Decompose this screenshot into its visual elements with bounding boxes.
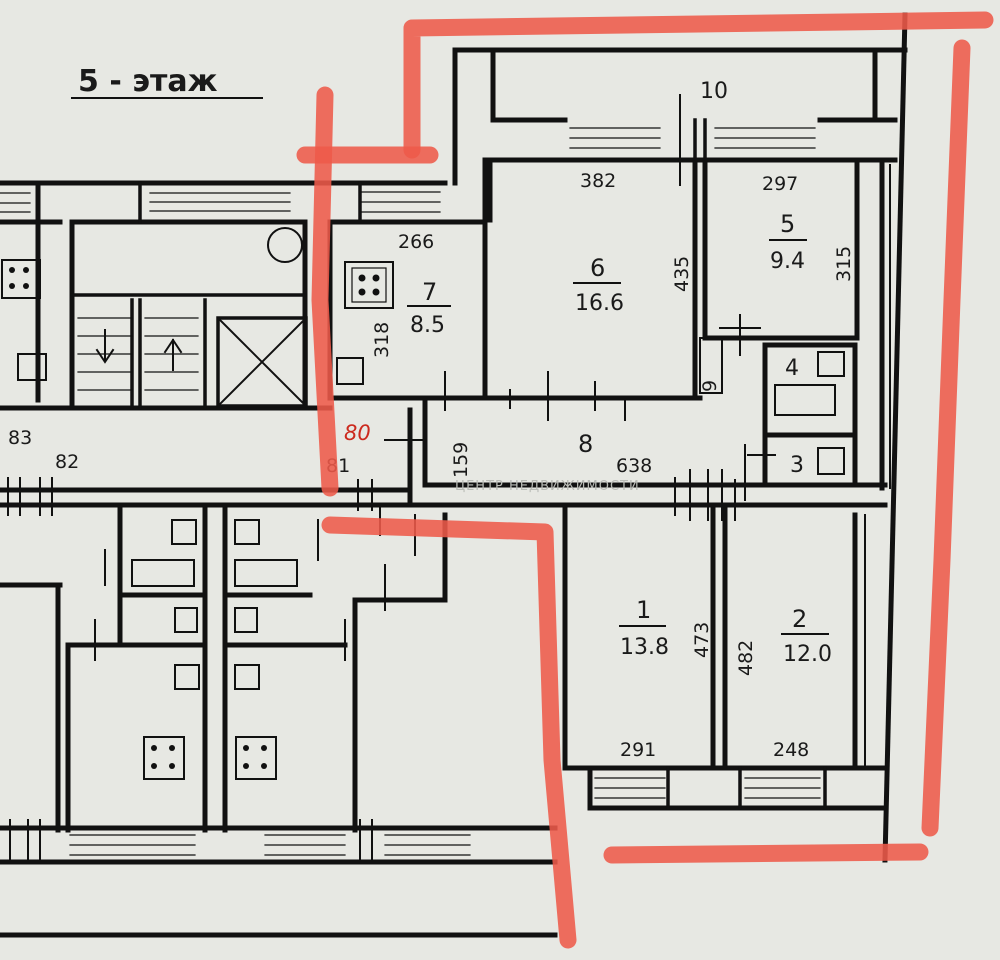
room6-number: 6 (590, 254, 605, 282)
room7-area: 8.5 (410, 313, 445, 338)
room5-depth: 315 (833, 246, 855, 282)
hall-length: 638 (616, 455, 652, 477)
stove-icon (143, 736, 185, 780)
stove-icon (1, 259, 41, 299)
dim-left-82: 82 (55, 451, 79, 473)
left-bottom-section (0, 502, 558, 938)
apartment-highlight-outline (403, 11, 994, 159)
stove-icon (235, 736, 277, 780)
toilet-icon (817, 447, 845, 475)
stair-arrow-down-icon (95, 329, 115, 364)
dim-red-80: 80 (344, 421, 371, 445)
room1-area: 13.8 (620, 635, 669, 660)
sink-icon (336, 357, 364, 385)
chute-icon (267, 227, 303, 263)
hall-number: 8 (578, 430, 593, 458)
room1-number: 1 (636, 596, 651, 624)
apartment-main (327, 12, 908, 863)
room2-depth: 482 (735, 640, 757, 676)
bathtub-icon (774, 384, 836, 416)
room7-number: 7 (422, 278, 437, 306)
floor-title: 5 - этаж (78, 64, 218, 99)
room3-number: 3 (790, 453, 804, 478)
room2-number: 2 (792, 605, 807, 633)
room1-width: 291 (620, 739, 656, 761)
room2-width: 248 (773, 739, 809, 761)
small-9: 9 (699, 380, 721, 392)
apartment-highlight-outline-middle (321, 516, 577, 949)
room1-depth: 473 (691, 622, 713, 658)
room4-number: 4 (785, 356, 799, 381)
room7-depth: 318 (371, 322, 393, 358)
room6-depth: 435 (671, 256, 693, 292)
balcony-dim: 10 (700, 79, 728, 104)
elevator-shaft (216, 316, 308, 408)
room2-area: 12.0 (783, 642, 832, 667)
dim-left-83: 83 (8, 427, 32, 449)
watermark: ЦЕНТР НЕДВИЖИМОСТИ (455, 479, 640, 494)
room6-area: 16.6 (575, 291, 624, 316)
sink-icon (817, 351, 845, 377)
left-top-section (0, 180, 448, 411)
stair-arrow-up-icon (163, 338, 183, 371)
room7-width: 266 (398, 231, 434, 253)
room5-width: 297 (762, 173, 798, 195)
apartment-highlight-outline-right (921, 39, 971, 837)
stove-icon (344, 261, 394, 309)
hall-width: 159 (450, 442, 472, 478)
room6-width: 382 (580, 170, 616, 192)
room5-number: 5 (780, 210, 795, 238)
bathtub-icon (234, 559, 298, 587)
room5-area: 9.4 (770, 249, 805, 274)
apartment-highlight-outline-bottom (603, 843, 929, 864)
bathtub-icon (131, 559, 195, 587)
